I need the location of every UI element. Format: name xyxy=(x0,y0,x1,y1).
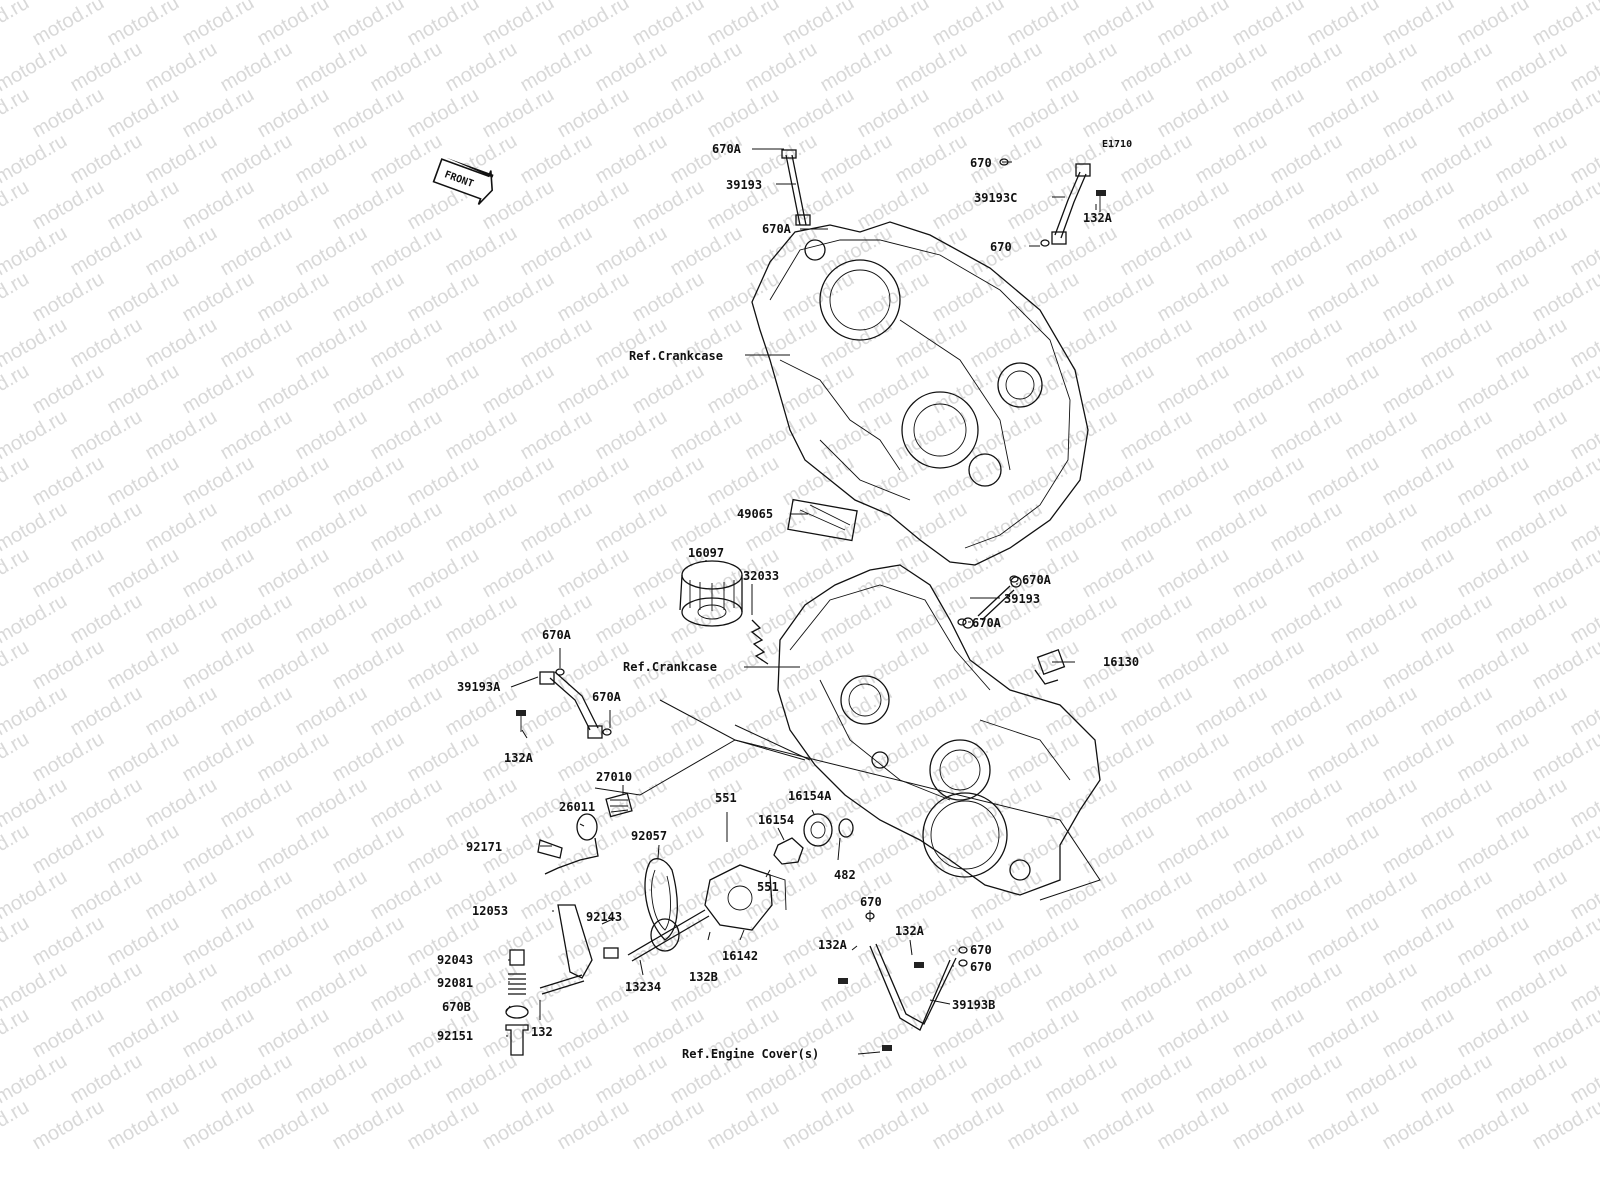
part-label-132A: 132A xyxy=(1083,211,1113,225)
part-label-670B: 670B xyxy=(442,1000,471,1014)
shaft-13234-drawing xyxy=(603,909,710,962)
chain-92057-drawing xyxy=(644,858,680,952)
oil-pipe-39193-top xyxy=(781,149,811,226)
part-label-92043: 92043 xyxy=(437,953,473,967)
part-labels: 670A 39193 670A 670 39193C 132A 670 Ref.… xyxy=(437,142,1139,1061)
part-label-39193: 39193 xyxy=(1004,592,1040,606)
chain-guide-12053-drawing xyxy=(539,904,593,995)
part-label-670A: 670A xyxy=(542,628,572,642)
part-label-670A: 670A xyxy=(762,222,792,236)
pump-rotors-drawing xyxy=(773,813,854,865)
part-label-551: 551 xyxy=(757,880,779,894)
part-label-49065: 49065 xyxy=(737,507,773,521)
part-label-670A: 670A xyxy=(712,142,742,156)
part-label-670: 670 xyxy=(970,943,992,957)
part-label-670: 670 xyxy=(860,895,882,909)
oil-filter-drawing xyxy=(679,560,743,627)
part-label-39193: 39193 xyxy=(726,178,762,192)
part-label-32033: 32033 xyxy=(743,569,779,583)
part-label-92057: 92057 xyxy=(631,829,667,843)
oil-pipe-39193A xyxy=(516,671,603,739)
pressure-switch-drawing xyxy=(1034,648,1066,685)
ref-label-engine-cover: Ref.Engine Cover(s) xyxy=(682,1047,819,1061)
part-label-39193C: 39193C xyxy=(974,191,1017,205)
part-label-16142: 16142 xyxy=(722,949,758,963)
part-label-39193A: 39193A xyxy=(457,680,501,694)
part-label-670: 670 xyxy=(990,240,1012,254)
part-label-670A: 670A xyxy=(972,616,1002,630)
leader-lines xyxy=(505,148,1101,1055)
part-label-16130: 16130 xyxy=(1103,655,1139,669)
lower-crankcase-drawing xyxy=(777,564,1101,896)
ref-label-crankcase-lower: Ref.Crankcase xyxy=(623,660,717,674)
part-label-16097: 16097 xyxy=(688,546,724,560)
part-label-132A: 132A xyxy=(895,924,925,938)
part-label-670: 670 xyxy=(970,156,992,170)
oil-pipe-39193B xyxy=(838,943,957,1051)
part-label-132A: 132A xyxy=(504,751,534,765)
part-label-16154A: 16154A xyxy=(788,789,832,803)
part-label-670: 670 xyxy=(970,960,992,974)
diagram-code: E1710 xyxy=(1102,139,1132,150)
part-label-92143: 92143 xyxy=(586,910,622,924)
gear-27010-drawing xyxy=(605,792,633,818)
part-label-12053: 12053 xyxy=(472,904,508,918)
part-label-92151: 92151 xyxy=(437,1029,473,1043)
part-label-670A: 670A xyxy=(1022,573,1052,587)
o-rings xyxy=(555,158,1050,967)
sensor-26011-drawing xyxy=(537,813,599,875)
oil-pipe-39193-right xyxy=(962,576,1022,629)
part-label-482: 482 xyxy=(834,868,856,882)
relief-valve-parts-drawing xyxy=(505,949,529,1056)
part-label-670A: 670A xyxy=(592,690,622,704)
ref-label-crankcase-upper: Ref.Crankcase xyxy=(629,349,723,363)
part-label-39193B: 39193B xyxy=(952,998,995,1012)
part-label-92171: 92171 xyxy=(466,840,502,854)
part-label-26011: 26011 xyxy=(559,800,595,814)
part-label-92081: 92081 xyxy=(437,976,473,990)
part-label-27010: 27010 xyxy=(596,770,632,784)
spring-32033-drawing xyxy=(750,619,769,665)
part-label-132: 132 xyxy=(531,1025,553,1039)
oil-pump-16142-drawing xyxy=(704,864,787,931)
part-label-551: 551 xyxy=(715,791,737,805)
part-label-16154: 16154 xyxy=(758,813,794,827)
part-label-132B: 132B xyxy=(689,970,718,984)
front-arrow-icon: FRONT xyxy=(432,157,494,205)
part-label-132A: 132A xyxy=(818,938,848,952)
part-label-13234: 13234 xyxy=(625,980,661,994)
upper-crankcase-drawing xyxy=(751,221,1089,566)
oil-pipe-39193C xyxy=(1051,163,1106,245)
